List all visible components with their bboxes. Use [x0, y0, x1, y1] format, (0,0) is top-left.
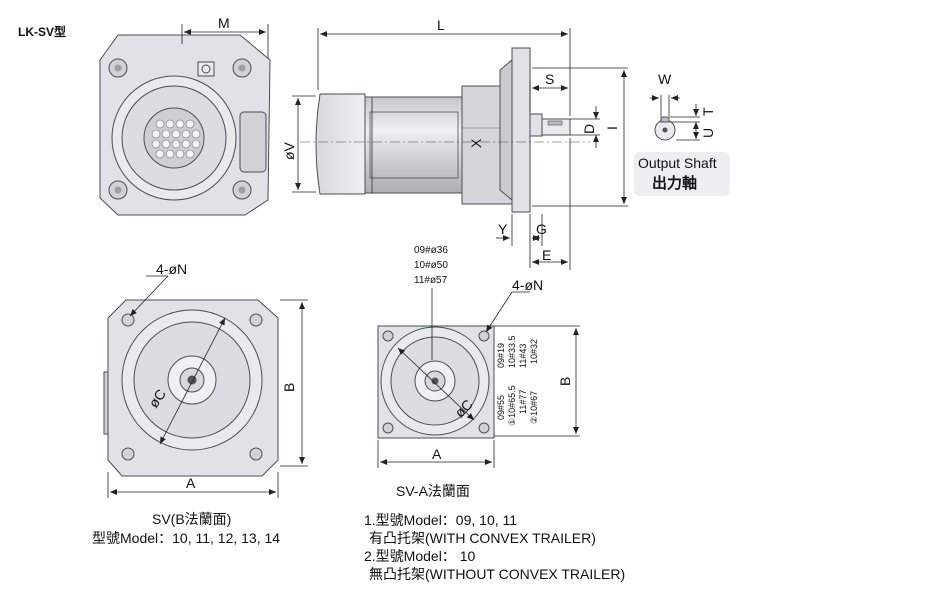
- flange-a-note1a: 1.型號Model：09, 10, 11: [364, 512, 518, 528]
- side-view-dimensions: [292, 28, 628, 270]
- dimension-m: [181, 24, 269, 58]
- flange-a-v-10d: ②10#67: [529, 390, 539, 424]
- flange-b-dimensions: [107, 275, 308, 498]
- flange-b-b: B: [281, 382, 297, 392]
- flange-a-dia-11: 11#ø57: [414, 275, 448, 286]
- output-shaft-label-box: [634, 152, 730, 196]
- output-shaft-label: Output Shaft: [638, 155, 717, 171]
- label-m: M: [218, 15, 230, 31]
- flange-a-note2a: 2.型號Model： 10: [364, 548, 476, 564]
- flange-b-holes: 4-øN: [156, 261, 188, 277]
- flange-a-note2b: 無凸托架(WITHOUT CONVEX TRAILER): [369, 566, 626, 582]
- flange-a-v-11: 11#43: [518, 343, 528, 368]
- flange-a-dia-10: 10#ø50: [414, 260, 448, 271]
- motor-front-view: [99, 34, 271, 216]
- label-v: øV: [281, 142, 297, 160]
- flange-a-caption: SV-A法蘭面: [396, 483, 470, 499]
- flange-a-v-11b: 11#77: [518, 389, 528, 414]
- flange-a-v-10: 10#33.5: [507, 335, 517, 368]
- flange-a-v-09b: 09#55: [496, 394, 506, 420]
- flange-a-v-10b: 10#32: [529, 338, 539, 364]
- flange-a-view: [377, 325, 495, 439]
- flange-a-dimensions: [377, 288, 580, 468]
- flange-b-models: 型號Model：10, 11, 12, 13, 14: [92, 530, 281, 546]
- flange-a-holes: 4-øN: [512, 277, 544, 293]
- flange-a-note1b: 有凸托架(WITH CONVEX TRAILER): [369, 530, 596, 546]
- output-shaft-detail: [650, 95, 700, 141]
- flange-a-b: B: [557, 376, 573, 386]
- label-t: T: [700, 107, 716, 116]
- motor-side-view: [315, 47, 571, 213]
- flange-a-dia-09: 09#ø36: [414, 245, 448, 256]
- label-u: U: [700, 127, 716, 138]
- flange-a-a: A: [432, 446, 442, 462]
- label-i: I: [604, 126, 620, 130]
- drawing-title: LK-SV型: [18, 25, 67, 39]
- output-shaft-label-cn: 出力軸: [652, 175, 698, 192]
- flange-a-v-10c: ①10#65.5: [507, 385, 517, 426]
- label-l: L: [437, 17, 445, 33]
- label-y: Y: [498, 221, 508, 237]
- flange-b-caption: SV(B法蘭面): [152, 511, 232, 527]
- flange-a-v-09: 09#19: [496, 342, 506, 368]
- label-s: S: [545, 71, 555, 87]
- label-x: X: [468, 138, 484, 148]
- label-w: W: [658, 71, 672, 87]
- label-e: E: [542, 247, 552, 263]
- label-d: D: [581, 123, 597, 134]
- flange-b-a: A: [186, 475, 196, 491]
- label-g: G: [536, 221, 547, 237]
- flange-b-view: [103, 299, 279, 477]
